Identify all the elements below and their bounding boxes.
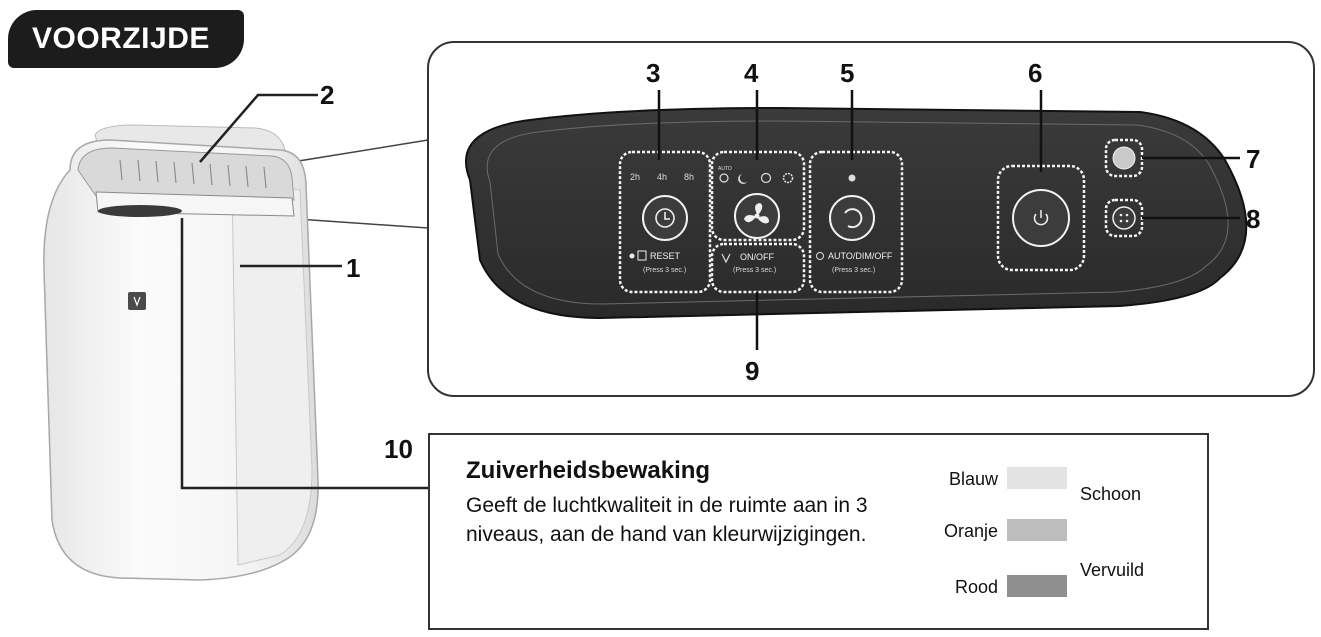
callout-3: 3: [646, 58, 660, 88]
arrow-label-dirty: Vervuild: [1080, 560, 1145, 580]
refresh-icon: [844, 208, 863, 229]
child-lock-button[interactable]: [1112, 206, 1136, 230]
child-lock-icon: [1119, 213, 1129, 223]
fan-medium-icon: [760, 172, 772, 184]
reset-label: RESET: [650, 251, 681, 261]
callout-9: 9: [745, 356, 759, 386]
fan-icon: [744, 203, 769, 224]
callout-4: 4: [744, 58, 759, 88]
arrow-label-clean: Schoon: [1080, 484, 1142, 504]
light-sensor: [1112, 146, 1136, 170]
level-label-orange: Oranje: [943, 521, 998, 541]
brand-logo-icon: [128, 292, 146, 310]
callout-1: 1: [346, 253, 360, 283]
ion-icon: [721, 253, 731, 264]
callout-8: 8: [1246, 204, 1260, 234]
callout-7: 7: [1246, 144, 1260, 174]
light-indicator-icon: [848, 174, 856, 182]
callout-5: 5: [840, 58, 854, 88]
filter-icon: [637, 250, 647, 261]
purity-monitor-box: Zuiverheidsbewaking Geeft de luchtkwalit…: [428, 433, 1209, 630]
reset-press-hint: (Press 3 sec.): [643, 267, 686, 274]
timer-2h-label: 2h: [630, 172, 640, 182]
light-press-hint: (Press 3 sec.): [832, 267, 875, 274]
purity-description: Geeft de luchtkwaliteit in de ruimte aan…: [466, 494, 868, 546]
ion-onoff-label: ON/OFF: [740, 252, 774, 262]
callout-6: 6: [1028, 58, 1042, 88]
purity-heading: Zuiverheidsbewaking: [466, 457, 711, 484]
level-swatch-orange: [1007, 519, 1067, 541]
clock-icon: [655, 208, 675, 228]
power-button-group: [996, 164, 1086, 272]
fan-auto-icon: [719, 173, 729, 183]
level-label-red: Rood: [954, 577, 998, 597]
callout-10: 10: [384, 434, 413, 464]
fan-auto-label: AUTO: [718, 166, 732, 172]
power-icon: [1033, 210, 1049, 226]
section-title: VOORZIJDE: [8, 10, 244, 68]
level-swatch-blue: [1007, 467, 1067, 489]
level-label-blue: Blauw: [948, 469, 998, 489]
light-mode-label: AUTO/DIM/OFF: [828, 251, 893, 261]
light-button-group: [808, 150, 904, 294]
fan-high-icon: [782, 172, 794, 184]
level-swatch-red: [1007, 575, 1067, 597]
timer-8h-label: 8h: [684, 172, 694, 182]
night-mode-icon: [738, 174, 747, 184]
timer-button-group: [618, 150, 712, 294]
leader-line-2: [199, 93, 318, 163]
callout-2: 2: [320, 80, 334, 110]
light-dim-icon: [816, 252, 824, 260]
timer-4h-label: 4h: [657, 172, 667, 182]
ion-press-hint: (Press 3 sec.): [733, 267, 776, 274]
light-button[interactable]: [829, 195, 875, 241]
leader-line-10: [180, 218, 428, 490]
